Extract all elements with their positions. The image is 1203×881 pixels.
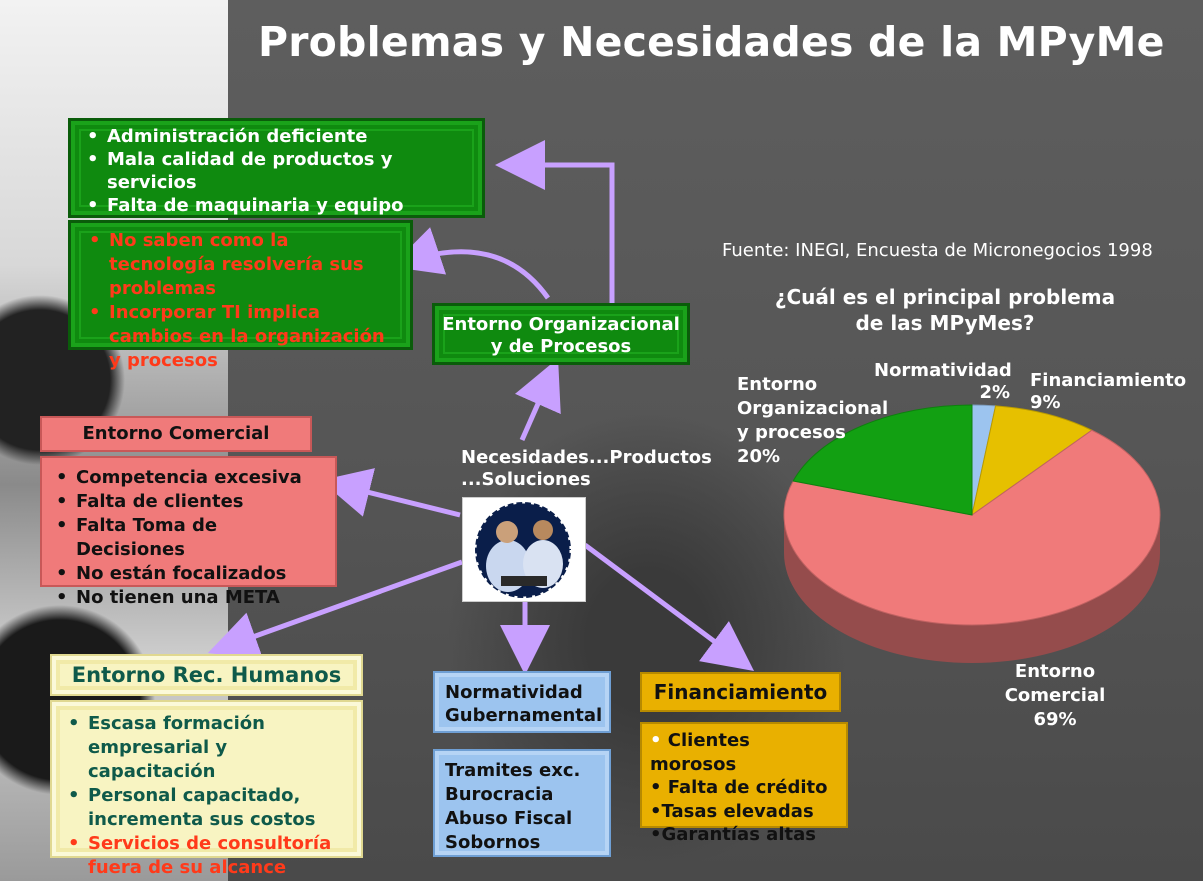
problem-item: Falta de maquinaria y equipo [81,194,472,217]
comercial-item: Competencia excesiva [50,466,327,490]
arrow-to-org [514,358,561,442]
rrhh-item: Servicios de consultoría fuera de su alc… [62,832,351,880]
pie-slice-3 [792,404,973,516]
comercial-item: Falta de clientes [50,490,327,514]
normatividad-title-line1: Normatividad [445,682,583,703]
comercial-item: Falta Toma de Decisiones [50,514,327,562]
rrhh-title: Entorno Rec. Humanos [71,663,342,687]
normatividad-title-box: Normatividad Gubernamental [433,671,611,733]
comercial-item: No están focalizados [50,562,327,586]
pie-label-organizacional: Entorno Organizacional y procesos 20% [737,374,889,467]
businessmen-photo-icon [462,497,586,602]
normatividad-item: Burocracia [445,784,554,805]
chart-title-line1: ¿Cuál es el principal problema [774,285,1116,309]
pie-slice-1 [971,405,1093,517]
center-label-line1: Necesidades...Productos [461,447,712,468]
financiamiento-title: Financiamiento [653,680,828,704]
comercial-title-box: Entorno Comercial [40,416,312,452]
financiamiento-item: • Falta de crédito [650,777,828,798]
rrhh-list-box: Escasa formación empresarial y capacitac… [50,700,363,878]
page-title: Problemas y Necesidades de la MPyMe [258,18,1165,66]
arrow-to-financiamiento [583,542,755,671]
chart-title-line2: de las MPyMes? [855,311,1035,335]
pie-side-2 [784,515,1160,663]
problem-item: Mala calidad de productos y servicios [81,148,472,194]
normatividad-item: Sobornos [445,832,541,853]
arrow-to-rrhh [207,559,463,660]
arrow-to-tech [390,227,551,300]
financiamiento-item: • Clientes morosos [650,730,750,775]
source-text: Fuente: INEGI, Encuesta de Micronegocios… [722,240,1153,261]
pie-label-comercial: Entorno Comercial 69% [1004,661,1106,730]
financiamiento-item: •Tasas elevadas [650,800,814,822]
financiamiento-list-box: • Clientes morosos • Falta de crédito •T… [640,722,848,845]
technology-item: Incorporar TI implica cambios en la orga… [83,301,398,373]
technology-box: No saben como la tecnología resolvería s… [68,220,413,371]
arrow-to-problems [495,140,615,305]
comercial-title: Entorno Comercial [82,423,270,444]
comercial-list-box: Competencia excesiva Falta de clientes F… [40,456,337,610]
rrhh-item: Escasa formación empresarial y capacitac… [62,712,351,784]
normatividad-list-box: Tramites exc. Burocracia Abuso Fiscal So… [433,749,611,857]
normatividad-title-line2: Gubernamental [445,705,603,726]
problem-item: Administración deficiente [81,125,472,148]
center-label: Necesidades...Productos ...Soluciones [461,447,712,491]
rrhh-item: Personal capacitado, incrementa sus cost… [62,784,351,832]
center-label-line2: ...Soluciones [461,469,591,490]
financiamiento-item: •Garantías altas [650,824,816,845]
chart-title: ¿Cuál es el principal problema de las MP… [760,284,1130,336]
org-environment-box: Entorno Organizacional y de Procesos [432,303,690,365]
normatividad-item: Tramites exc. [445,760,581,781]
org-box-line1: Entorno Organizacional [442,314,680,335]
comercial-item: No tienen una META [50,586,327,610]
org-box-line2: y de Procesos [490,336,632,357]
financiamiento-title-box: Financiamiento [640,672,841,712]
technology-item: No saben como la tecnología resolvería s… [83,229,398,301]
normatividad-item: Abuso Fiscal [445,808,573,829]
pie-slice-2 [783,429,1161,626]
arrow-to-comercial [320,468,461,518]
rrhh-title-box: Entorno Rec. Humanos [50,654,363,696]
